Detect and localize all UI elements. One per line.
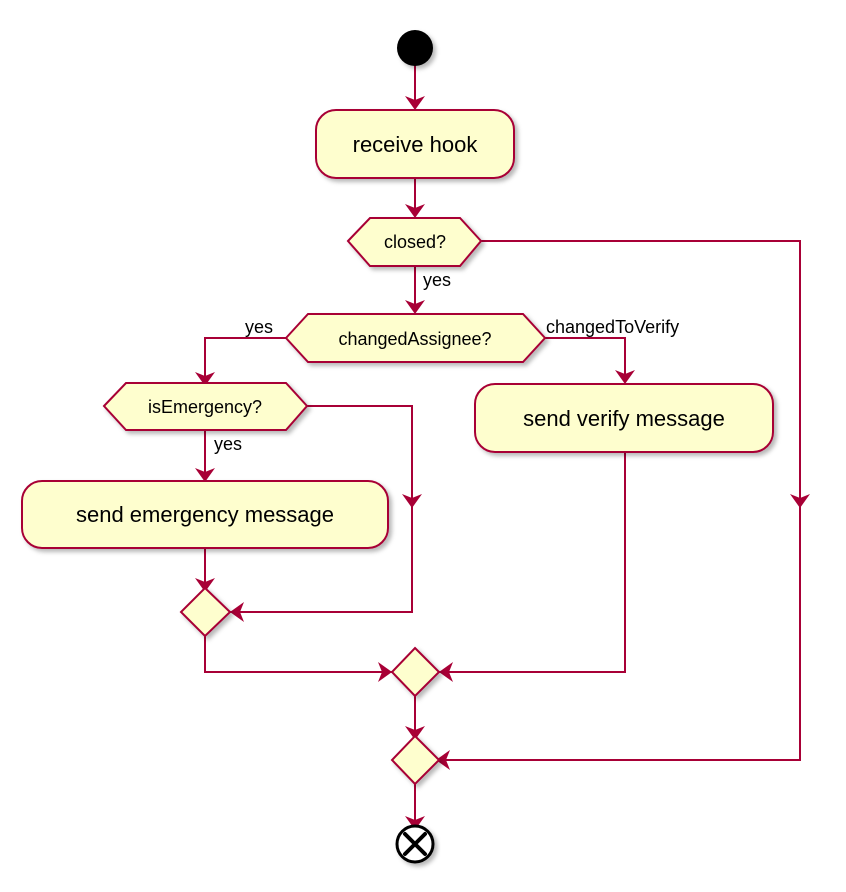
start-node bbox=[397, 30, 433, 66]
arrowhead bbox=[378, 662, 392, 682]
edge-label-closed-yes: yes bbox=[423, 270, 451, 290]
arrowhead bbox=[195, 468, 215, 482]
edge-verify-to-middle-merge bbox=[439, 452, 626, 673]
edge-changed-assignee-yes bbox=[204, 337, 286, 380]
activity-send-emergency-message-label: send emergency message bbox=[76, 502, 334, 527]
activity-send-verify-message-label: send verify message bbox=[523, 406, 725, 431]
edge-inner-merge-to-middle-merge bbox=[204, 636, 392, 673]
merge-inner bbox=[179, 586, 232, 638]
activity-receive-hook: receive hook bbox=[315, 109, 515, 179]
arrowhead bbox=[230, 602, 244, 622]
circle-x-icon bbox=[395, 824, 435, 864]
arrowhead bbox=[436, 750, 450, 770]
arrowhead bbox=[405, 300, 425, 314]
edges bbox=[195, 64, 810, 830]
arrowhead bbox=[790, 494, 810, 508]
decision-closed: closed? bbox=[346, 217, 483, 267]
merge-middle bbox=[390, 646, 441, 698]
arrowhead bbox=[405, 726, 425, 740]
edge-is-emergency-no bbox=[230, 405, 413, 613]
arrowhead bbox=[615, 370, 635, 384]
decision-is-emergency-label: isEmergency? bbox=[148, 397, 262, 417]
activity-send-verify-message: send verify message bbox=[474, 383, 774, 453]
edge-label-changed-to-verify: changedToVerify bbox=[546, 317, 679, 337]
edge-label-assignee-yes: yes bbox=[245, 317, 273, 337]
arrowhead bbox=[405, 816, 425, 830]
decision-is-emergency: isEmergency? bbox=[102, 382, 309, 431]
arrowhead bbox=[439, 662, 453, 682]
arrowhead bbox=[402, 494, 422, 508]
arrowhead bbox=[405, 204, 425, 218]
decision-closed-label: closed? bbox=[384, 232, 446, 252]
arrowhead bbox=[195, 578, 215, 592]
edge-changed-to-verify bbox=[545, 337, 626, 378]
activity-receive-hook-label: receive hook bbox=[353, 132, 479, 157]
arrowhead bbox=[195, 372, 215, 386]
merge-final bbox=[390, 734, 441, 786]
activity-send-emergency-message: send emergency message bbox=[21, 480, 389, 549]
edge-label-emergency-yes: yes bbox=[214, 434, 242, 454]
decision-changed-assignee-label: changedAssignee? bbox=[338, 329, 491, 349]
arrowhead bbox=[405, 96, 425, 110]
decision-changed-assignee: changedAssignee? bbox=[284, 313, 547, 363]
